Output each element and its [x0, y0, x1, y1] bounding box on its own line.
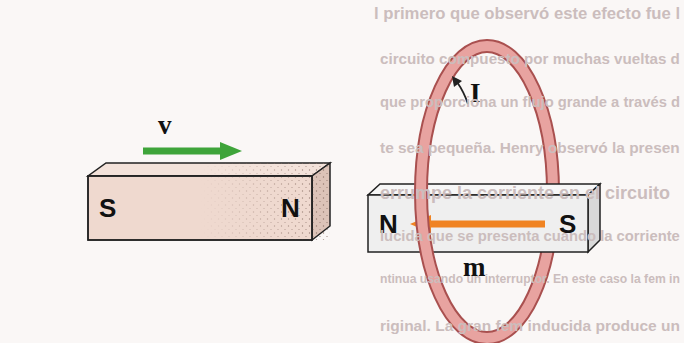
background-text: ntinua usando un interruptor. En este ca… — [380, 273, 680, 285]
velocity-label: v — [158, 112, 172, 139]
pole-letter: S — [99, 195, 116, 221]
pole-letter: N — [281, 195, 300, 221]
magnet-box: SN — [88, 176, 312, 240]
background-text: circuito compuesto por muchas vueltas d — [380, 51, 680, 66]
background-text: que proporciona un flujo grande a través… — [380, 95, 680, 110]
background-text: l primero que observó este efecto fue l — [374, 6, 680, 23]
velocity-arrow — [143, 142, 242, 160]
background-text: te sea pequeña. Henry observó la presen — [380, 140, 680, 155]
background-text: riginal. La gran fem inducida produce un — [380, 318, 680, 334]
background-text: lucida que se presenta cuando la corrien… — [380, 229, 680, 244]
background-text: errumpe la corriente en el circuito — [380, 184, 670, 202]
bar-magnet — [88, 163, 330, 240]
